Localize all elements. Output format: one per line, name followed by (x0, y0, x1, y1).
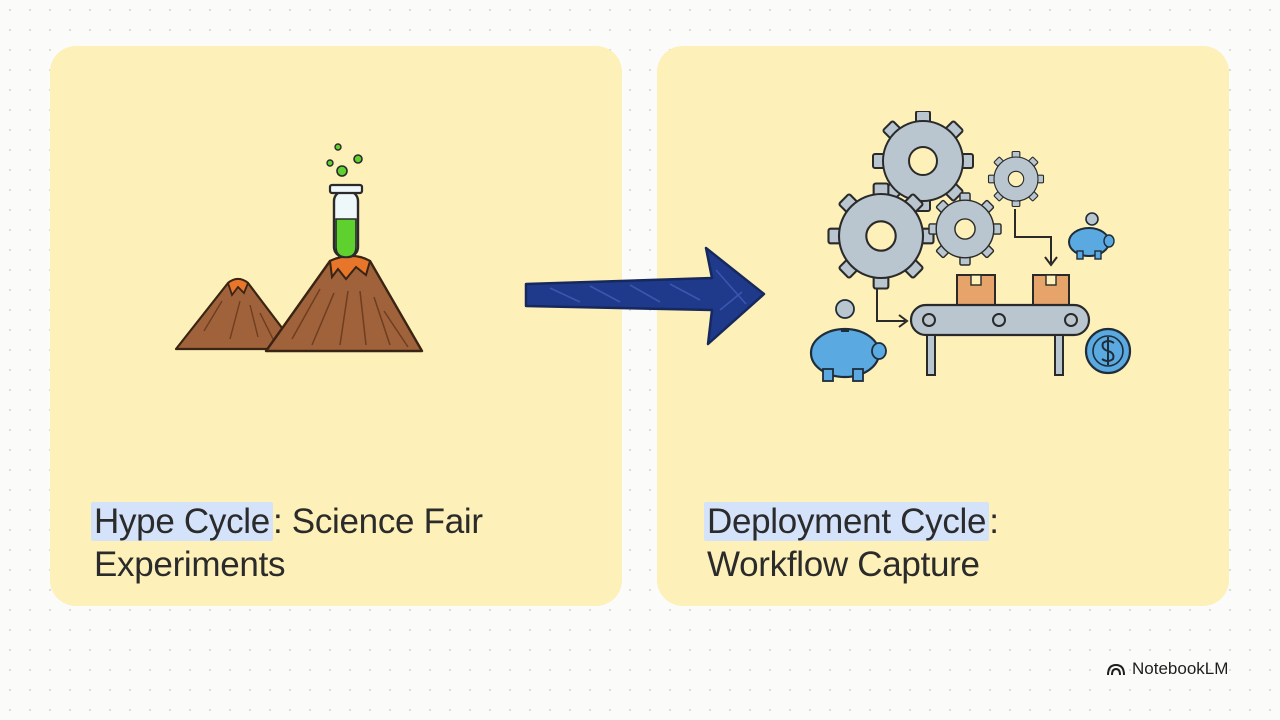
hype-cycle-highlight: Hype Cycle (91, 502, 273, 541)
arrow-right-icon (524, 246, 766, 346)
hype-cycle-panel: Hype Cycle: Science Fair Experiments (50, 46, 622, 606)
notebooklm-logo-icon (1107, 663, 1125, 676)
hype-cycle-line2: Experiments (94, 545, 286, 584)
hype-cycle-caption: Hype Cycle: Science Fair Experiments (91, 500, 594, 586)
hype-cycle-rest: : Science Fair (272, 502, 483, 541)
notebooklm-brand: NotebookLM (1106, 659, 1228, 679)
brand-name: NotebookLM (1132, 659, 1229, 678)
deployment-cycle-highlight: Deployment Cycle (704, 502, 990, 541)
deployment-cycle-rest: : (989, 502, 999, 541)
volcano-test-tube-icon (174, 143, 424, 353)
deployment-cycle-caption: Deployment Cycle: Workflow Capture (704, 500, 1207, 586)
gears-conveyor-icon (809, 111, 1132, 382)
deployment-cycle-panel: Deployment Cycle: Workflow Capture (657, 46, 1229, 606)
deployment-cycle-line2: Workflow Capture (707, 545, 980, 584)
